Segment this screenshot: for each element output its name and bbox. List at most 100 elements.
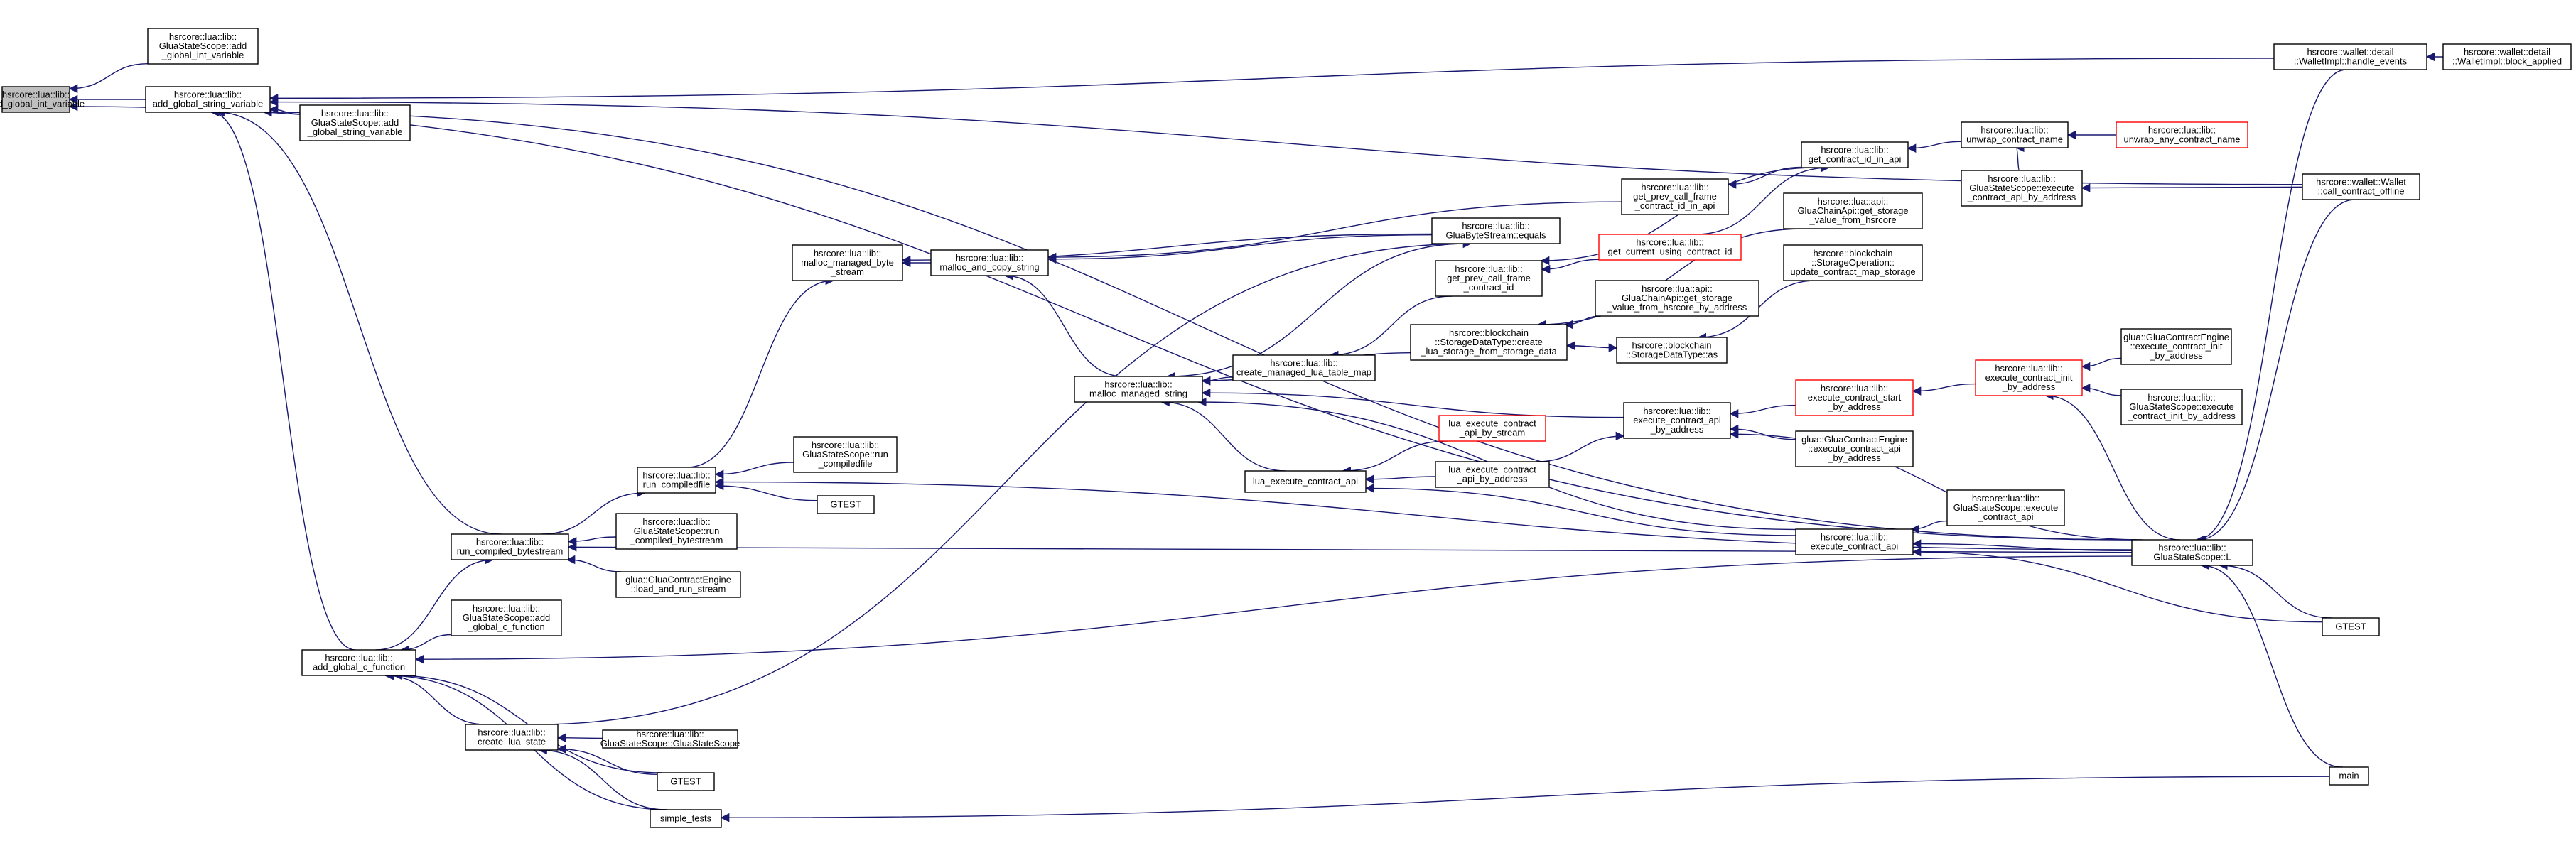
node-label-line: hsrcore::lua::lib:: [1641, 182, 1708, 192]
function-node[interactable]: hsrcore::lua::lib::get_current_using_con… [1598, 234, 1742, 261]
function-node[interactable]: hsrcore::lua::lib::GluaStateScope::add_g… [451, 599, 562, 636]
function-node[interactable]: GTEST [817, 495, 875, 514]
node-box [2273, 43, 2427, 70]
function-node[interactable]: hsrcore::lua::lib::GluaStateScope::execu… [1946, 489, 2065, 526]
call-edge [556, 733, 603, 743]
node-label-line: ::WalletImpl::block_applied [2452, 56, 2562, 67]
function-node[interactable]: GTEST [2322, 617, 2380, 636]
node-box [1616, 337, 1728, 364]
function-node[interactable]: GTEST [657, 772, 715, 791]
node-label-line: hsrcore::lua::lib:: [812, 440, 879, 450]
function-node[interactable]: hsrcore::lua::lib::execute_contract_api_… [1623, 402, 1731, 439]
node-label-line: hsrcore::lua::lib:: [1270, 358, 1337, 369]
function-node[interactable]: hsrcore::lua::lib::GluaStateScope::run_c… [615, 513, 738, 550]
node-label-line: _by_address [2149, 350, 2203, 361]
function-node[interactable]: hsrcore::wallet::Wallet::call_contract_o… [2302, 173, 2420, 200]
call-edge [1536, 431, 1625, 462]
node-box [299, 104, 411, 141]
node-box [465, 724, 559, 751]
node-label-line: hsrcore::lua::lib:: [1821, 145, 1888, 156]
node-box [1435, 260, 1543, 297]
call-edge [215, 107, 502, 535]
node-label-line: _contract_api [1977, 511, 2033, 522]
node-box [2442, 43, 2572, 70]
node-label-line: GluaStateScope::add [159, 40, 247, 51]
function-node[interactable]: hsrcore::blockchain::StorageDataType::as [1616, 337, 1728, 364]
node-box [1623, 402, 1731, 439]
function-node[interactable]: hsrcore::lua::lib::GluaStateScope::add_g… [299, 104, 411, 141]
function-node[interactable]: glua::GluaContractEngine::execute_contra… [2120, 328, 2232, 365]
function-node[interactable]: hsrcore::lua::lib::create_managed_lua_ta… [1232, 354, 1376, 381]
node-box [637, 467, 716, 494]
function-node[interactable]: hsrcore::lua::lib::run_compiled_bytestre… [451, 533, 569, 560]
node-label-line: run_compiledfile [643, 479, 711, 490]
call-edge [1910, 520, 1948, 534]
function-node[interactable]: hsrcore::lua::lib::GluaStateScope::execu… [2120, 389, 2243, 425]
function-node[interactable]: hsrcore::lua::lib::execute_contract_api [1795, 528, 1914, 555]
node-label-line: GluaStateScope::execute [2129, 401, 2233, 412]
function-node[interactable]: hsrcore::lua::lib::execute_contract_init… [1975, 359, 2083, 396]
call-edge [2200, 560, 2343, 768]
node-label-line: GluaChainApi::get_storage [1797, 205, 1908, 216]
node-label-line: execute_contract_api [1633, 415, 1721, 425]
function-node[interactable]: hsrcore::lua::lib::malloc_and_copy_strin… [930, 249, 1049, 276]
node-label-line: _api_by_address [1456, 474, 1528, 484]
function-node[interactable]: hsrcore::lua::lib::GluaStateScope::execu… [1961, 170, 2083, 207]
function-node[interactable]: glua::GluaContractEngine::execute_contra… [1795, 430, 1914, 467]
function-node[interactable]: lua_execute_contract_api_by_stream [1438, 415, 1546, 442]
node-label-line: get_prev_call_frame [1633, 191, 1717, 202]
function-node[interactable]: hsrcore::lua::lib::GluaStateScope::run_c… [793, 436, 898, 473]
edges-layer [68, 52, 2444, 822]
function-node[interactable]: lua_execute_contract_api_by_address [1435, 461, 1550, 488]
node-label-line: execute_contract_start [1808, 392, 1902, 403]
function-node[interactable]: hsrcore::lua::lib::GluaByteStream::equal… [1431, 217, 1561, 244]
function-node[interactable]: hsrcore::lua::lib::run_compiledfile [637, 467, 716, 494]
function-node[interactable]: hsrcore::lua::lib::get_prev_call_frame_c… [1435, 260, 1543, 297]
function-node[interactable]: hsrcore::lua::api::GluaChainApi::get_sto… [1783, 192, 1923, 229]
node-label-line: _api_by_stream [1459, 428, 1526, 438]
nodes-layer: hsrcore::lua::lib::add_global_int_variab… [0, 28, 2572, 828]
function-node[interactable]: hsrcore::lua::lib::execute_contract_star… [1795, 379, 1914, 416]
function-node[interactable]: hsrcore::lua::lib::unwrap_any_contract_n… [2116, 121, 2248, 148]
call-edge [536, 239, 1472, 725]
function-node[interactable]: hsrcore::lua::lib::create_lua_state [465, 724, 559, 751]
node-box [1244, 470, 1367, 493]
node-label-line: get_contract_id_in_api [1809, 154, 1902, 165]
function-node[interactable]: hsrcore::lua::lib::malloc_managed_string [1074, 376, 1203, 403]
node-label-line: _value_from_hsrcore [1809, 214, 1896, 225]
function-node[interactable]: hsrcore::lua::lib::add_global_int_variab… [0, 86, 85, 113]
function-node[interactable]: hsrcore::lua::lib::add_global_string_var… [145, 86, 271, 113]
function-node[interactable]: main [2329, 766, 2369, 786]
node-box [817, 495, 875, 514]
function-node[interactable]: glua::GluaContractEngine::load_and_run_s… [615, 571, 741, 598]
function-node[interactable]: hsrcore::lua::lib::get_prev_call_frame_c… [1621, 178, 1729, 215]
function-node[interactable]: hsrcore::lua::api::GluaChainApi::get_sto… [1595, 280, 1759, 317]
call-edge [1537, 228, 1804, 330]
node-label-line: run_compiled_bytestream [457, 546, 564, 557]
function-node[interactable]: hsrcore::lua::lib::malloc_managed_byte_s… [792, 244, 903, 281]
node-label-line: GluaStateScope::add [311, 117, 399, 128]
node-box [615, 513, 738, 550]
node-label-line: hsrcore::blockchain [1632, 340, 1712, 351]
node-box [2120, 328, 2232, 365]
node-label-line: lua_execute_contract [1448, 418, 1536, 429]
call-edge [375, 555, 495, 651]
function-node[interactable]: hsrcore::lua::lib::get_contract_id_in_ap… [1801, 141, 1909, 168]
function-node[interactable]: hsrcore::lua::lib::GluaStateScope::add_g… [147, 28, 259, 65]
node-label-line: _by_address [1650, 424, 1704, 435]
function-node[interactable]: hsrcore::blockchain::StorageDataType::cr… [1410, 324, 1568, 361]
function-node[interactable]: simple_tests [650, 809, 722, 828]
function-node[interactable]: hsrcore::lua::lib::GluaStateScope::GluaS… [600, 729, 740, 749]
function-node[interactable]: hsrcore::lua::lib::GluaStateScope::L [2131, 539, 2253, 566]
function-node[interactable]: hsrcore::lua::lib::add_global_c_function [301, 649, 416, 676]
function-node[interactable]: hsrcore::lua::lib::unwrap_contract_name [1961, 121, 2069, 148]
function-node[interactable]: hsrcore::wallet::detail::WalletImpl::blo… [2442, 43, 2572, 70]
function-node[interactable]: lua_execute_contract_api [1244, 470, 1367, 493]
call-edge [2015, 143, 2025, 171]
node-label-line: _compiled_bytestream [630, 535, 723, 545]
node-label-line: add_global_c_function [313, 662, 405, 673]
node-box [1946, 489, 2065, 526]
function-node[interactable]: hsrcore::wallet::detail::WalletImpl::han… [2273, 43, 2427, 70]
function-node[interactable]: hsrcore::blockchain::StorageOperation::u… [1783, 244, 1923, 281]
